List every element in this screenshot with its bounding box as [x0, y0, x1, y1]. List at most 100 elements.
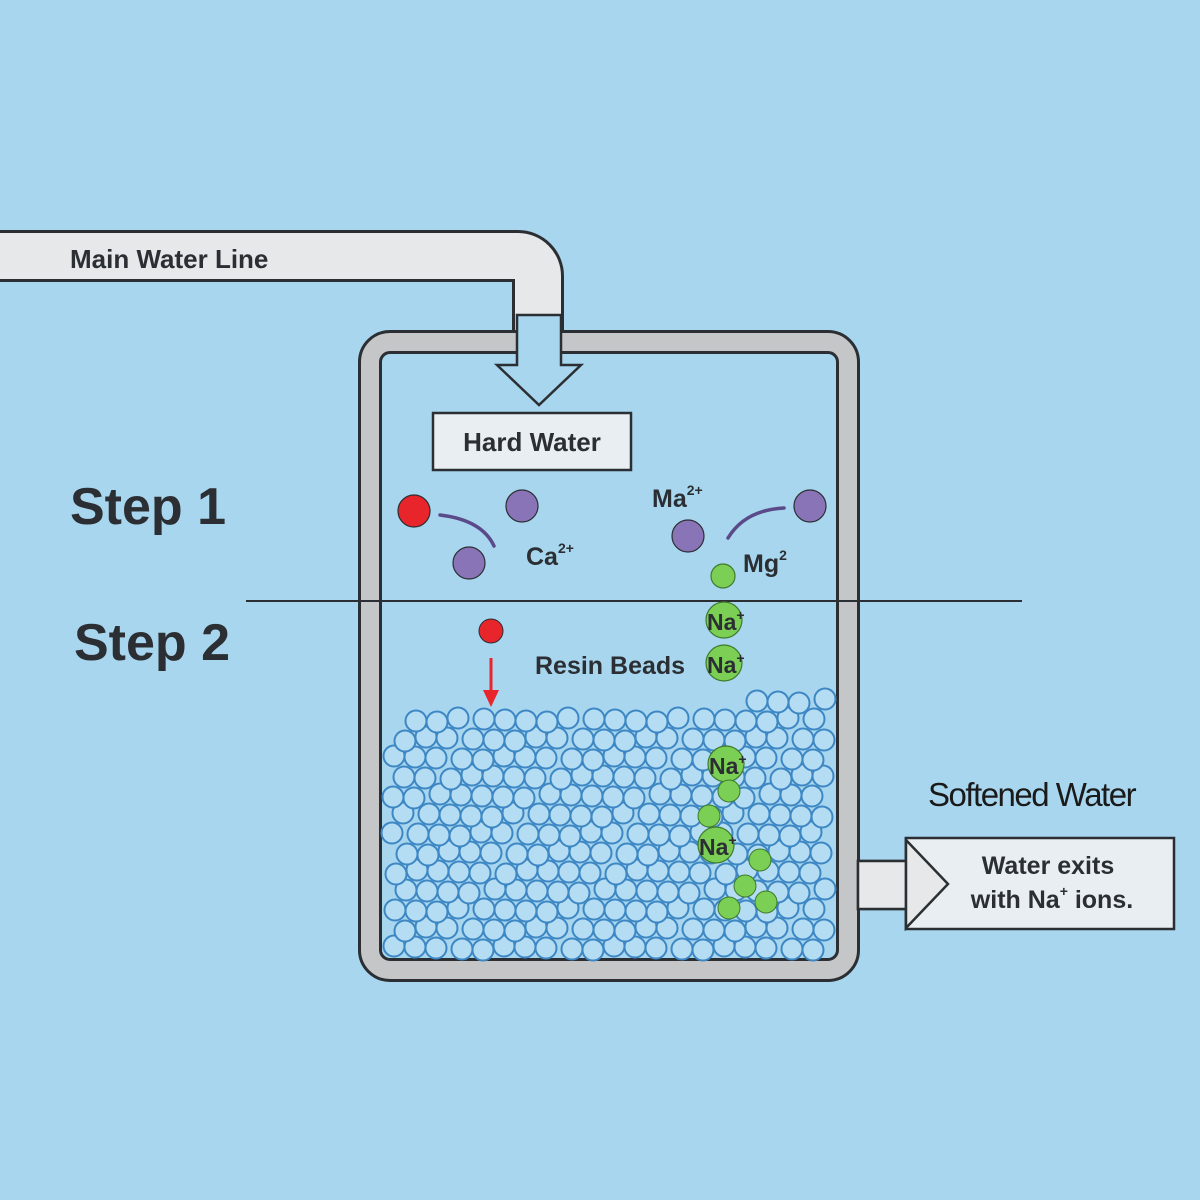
resin-bead-bed [380, 687, 837, 962]
resin-bead [416, 843, 440, 867]
hard-water-label: Hard Water [463, 427, 601, 457]
resin-bead [603, 708, 627, 732]
resin-bead [777, 860, 801, 884]
attraction-arc [438, 513, 496, 548]
resin-bead [647, 823, 671, 847]
step-2-label: Step 2 [74, 614, 230, 672]
inlet-down-arrow-icon [493, 313, 585, 407]
resin-bead [471, 748, 495, 772]
resin-bead [425, 900, 449, 924]
resin-bead [468, 861, 492, 885]
resin-bead [812, 728, 836, 752]
resin-bead [604, 862, 628, 886]
resin-bead [635, 879, 659, 903]
resin-bead [512, 786, 536, 810]
exit-line-2: with Na+ ions. [970, 883, 1133, 914]
tank-wall [361, 333, 857, 979]
sodium-ion-label: Na+ [709, 751, 747, 779]
resin-bead [548, 803, 572, 827]
sodium-ion [697, 826, 735, 864]
resin-bead [780, 937, 804, 961]
resin-bead [448, 824, 472, 848]
resin-bead [581, 748, 605, 772]
resin-bead [613, 919, 637, 943]
resin-bead [535, 710, 559, 734]
resin-bead [670, 937, 694, 961]
resin-bead [417, 802, 441, 826]
sodium-ion [697, 804, 721, 828]
resin-bead [624, 899, 648, 923]
resin-bead [800, 784, 824, 808]
resin-bead [402, 786, 426, 810]
resin-bead [787, 881, 811, 905]
magnesium-ion [671, 519, 705, 553]
resin-bead [560, 937, 584, 961]
resin-bead [747, 802, 771, 826]
magnesium-ion [793, 489, 827, 523]
resin-bead [612, 765, 636, 789]
main-water-line-pipe [0, 230, 564, 355]
resin-bead [384, 862, 408, 886]
resin-bead [809, 841, 833, 865]
resin-bead [578, 861, 602, 885]
resin-bead [667, 860, 691, 884]
sodium-ion [705, 601, 743, 639]
resin-bead [415, 879, 439, 903]
resin-bead [447, 860, 471, 884]
resin-bead [404, 899, 428, 923]
resin-bead [459, 804, 483, 828]
resin-bead [645, 710, 669, 734]
resin-bead [754, 936, 778, 960]
resin-bead [801, 938, 825, 962]
resin-bead [427, 823, 451, 847]
attraction-arc [726, 506, 786, 540]
resin-bead [791, 917, 815, 941]
resin-bead [450, 937, 474, 961]
resin-bead [392, 765, 416, 789]
resin-bead [810, 805, 834, 829]
resin-bead [736, 822, 760, 846]
resin-beads-label: Resin Beads [535, 652, 685, 680]
resin-bead [589, 841, 613, 865]
resin-bead [798, 861, 822, 885]
resin-bead [482, 728, 506, 752]
resin-bead [668, 824, 692, 848]
main-water-line-label: Main Water Line [70, 244, 268, 274]
resin-bead [457, 881, 481, 905]
resin-bead [658, 803, 682, 827]
resin-bead [560, 747, 584, 771]
resin-bead [745, 689, 769, 713]
resin-bead [514, 709, 538, 733]
resin-bead [381, 785, 405, 809]
resin-bead [582, 707, 606, 731]
resin-bead [592, 728, 616, 752]
resin-bead [582, 897, 606, 921]
resin-bead [491, 785, 515, 809]
resin-bead [395, 842, 419, 866]
magnesium-ion [452, 546, 486, 580]
resin-bead [526, 843, 550, 867]
softened-water-label: Softened Water [928, 776, 1137, 813]
resin-bead [778, 824, 802, 848]
resin-bead [636, 843, 660, 867]
resin-bead [556, 706, 580, 730]
resin-bead [436, 880, 460, 904]
ma-ion-label: Ma2+ [652, 482, 703, 513]
resin-bead [802, 897, 826, 921]
resin-bead [534, 746, 558, 770]
resin-bead [494, 862, 518, 886]
resin-bead [571, 727, 595, 751]
resin-bead [624, 709, 648, 733]
resin-bead [714, 862, 738, 886]
resin-bead [461, 917, 485, 941]
resin-bead [734, 709, 758, 733]
down-arrow-icon [483, 690, 499, 707]
resin-bead [438, 803, 462, 827]
resin-bead [480, 805, 504, 829]
resin-bead [424, 936, 448, 960]
resin-bead [404, 709, 428, 733]
resin-bead [534, 936, 558, 960]
resin-bead [645, 900, 669, 924]
